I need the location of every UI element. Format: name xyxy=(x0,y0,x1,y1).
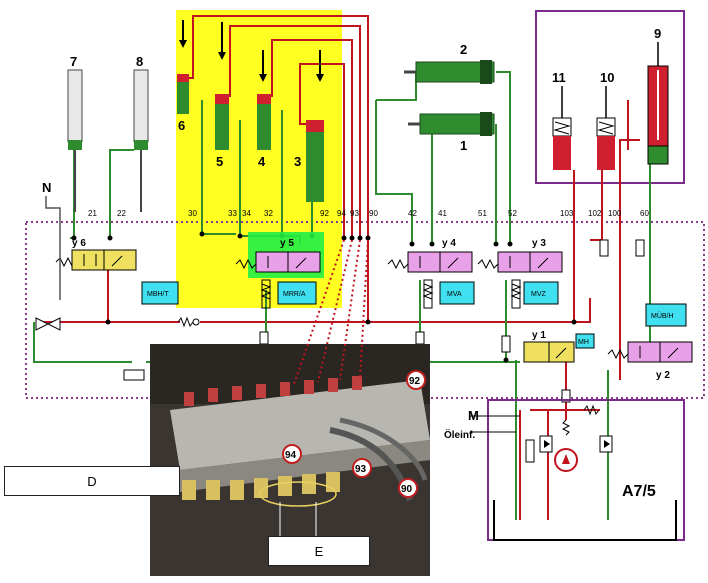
leader-lines xyxy=(293,239,369,385)
box-mh xyxy=(575,333,595,349)
valve-y4: y 4 xyxy=(387,238,473,273)
label-10: 10 xyxy=(600,70,614,85)
y3-label: y 3 xyxy=(532,238,546,249)
label-6: 6 xyxy=(178,118,185,133)
accumulator-9: 9 xyxy=(647,26,669,165)
label-7: 7 xyxy=(70,54,77,69)
port-52: 52 xyxy=(508,209,517,218)
callout-d: D xyxy=(4,466,180,496)
port-100: 100 xyxy=(608,209,622,218)
port-labels: 21 22 30 33 34 32 92 94 93 90 42 41 51 5… xyxy=(88,209,649,218)
label-1: 1 xyxy=(460,138,467,153)
y5-label: y 5 xyxy=(280,238,294,249)
box-mh-label: MH xyxy=(578,339,589,346)
cylinder-5: 5 xyxy=(215,22,229,169)
port-34: 34 xyxy=(242,209,251,218)
cylinder-6: 6 xyxy=(177,20,189,133)
port-94: 94 xyxy=(337,209,346,218)
photo-marker-93: 93 xyxy=(355,464,367,475)
photo-marker-92: 92 xyxy=(409,376,421,387)
photo-highlight-e xyxy=(259,481,337,507)
box-mvz-label: MVZ xyxy=(531,291,547,298)
port-22: 22 xyxy=(117,209,126,218)
port-51: 51 xyxy=(478,209,487,218)
label-9: 9 xyxy=(654,26,661,41)
box-mubh xyxy=(645,303,687,327)
y2-label: y 2 xyxy=(656,370,670,381)
port-60: 60 xyxy=(640,209,649,218)
label-5: 5 xyxy=(216,154,223,169)
valve-n: N xyxy=(35,180,61,331)
unit-frame xyxy=(487,399,685,541)
valve-y2: y 2 xyxy=(607,341,693,381)
accumulator-10: 10 xyxy=(596,70,616,170)
label-4: 4 xyxy=(258,154,266,169)
port-21: 21 xyxy=(88,209,97,218)
valve-y3: y 3 xyxy=(477,238,563,273)
valve-y1: y 1 xyxy=(523,330,575,363)
port-33: 33 xyxy=(228,209,237,218)
cylinder-1: 1 xyxy=(408,112,495,153)
label-2: 2 xyxy=(460,42,467,57)
label-11: 11 xyxy=(552,70,566,85)
valve-y5: y 5 xyxy=(235,238,321,273)
cylinder-4: 4 xyxy=(257,50,271,169)
label-a75: A7/5 xyxy=(622,483,656,500)
filters xyxy=(123,239,645,403)
port-103: 103 xyxy=(560,209,574,218)
cylinder-3: 3 xyxy=(294,50,324,202)
box-mrra xyxy=(277,281,317,305)
throttle-symbol xyxy=(177,316,194,328)
port-92: 92 xyxy=(320,209,329,218)
valve-y6: y 6 xyxy=(55,238,137,271)
port-102: 102 xyxy=(588,209,602,218)
y4-label: y 4 xyxy=(442,238,456,249)
box-mvz xyxy=(523,281,559,305)
cylinder-2: 2 xyxy=(404,42,495,84)
label-n: N xyxy=(42,180,51,195)
label-3: 3 xyxy=(294,154,301,169)
port-42: 42 xyxy=(408,209,417,218)
port-41: 41 xyxy=(438,209,447,218)
cylinder-8: 8 xyxy=(133,54,149,212)
valve-block-boundary xyxy=(25,221,705,399)
box-mrra-label: MRR/A xyxy=(283,291,306,298)
photo-marker-90: 90 xyxy=(401,484,413,495)
callout-e: E xyxy=(268,536,370,566)
port-93: 93 xyxy=(350,209,359,218)
label-oleinf: Öleinf. xyxy=(444,428,475,441)
port-32: 32 xyxy=(264,209,273,218)
y1-label: y 1 xyxy=(532,330,546,341)
box-mva xyxy=(439,281,475,305)
cylinder-7: 7 xyxy=(67,54,83,212)
port-30: 30 xyxy=(188,209,197,218)
box-mbht xyxy=(141,281,179,305)
accumulator-11: 11 xyxy=(552,70,572,170)
tank xyxy=(493,500,677,541)
photo-marker-94: 94 xyxy=(285,450,297,461)
accumulator-frame xyxy=(535,10,685,184)
box-mbht-label: MBH/T xyxy=(147,291,170,298)
box-mubh-label: MÜB/H xyxy=(651,312,674,320)
port-90: 90 xyxy=(369,209,378,218)
box-mva-label: MVA xyxy=(447,291,462,298)
label-m: M xyxy=(468,408,479,423)
label-8: 8 xyxy=(136,54,143,69)
y6-label: y 6 xyxy=(72,238,86,249)
